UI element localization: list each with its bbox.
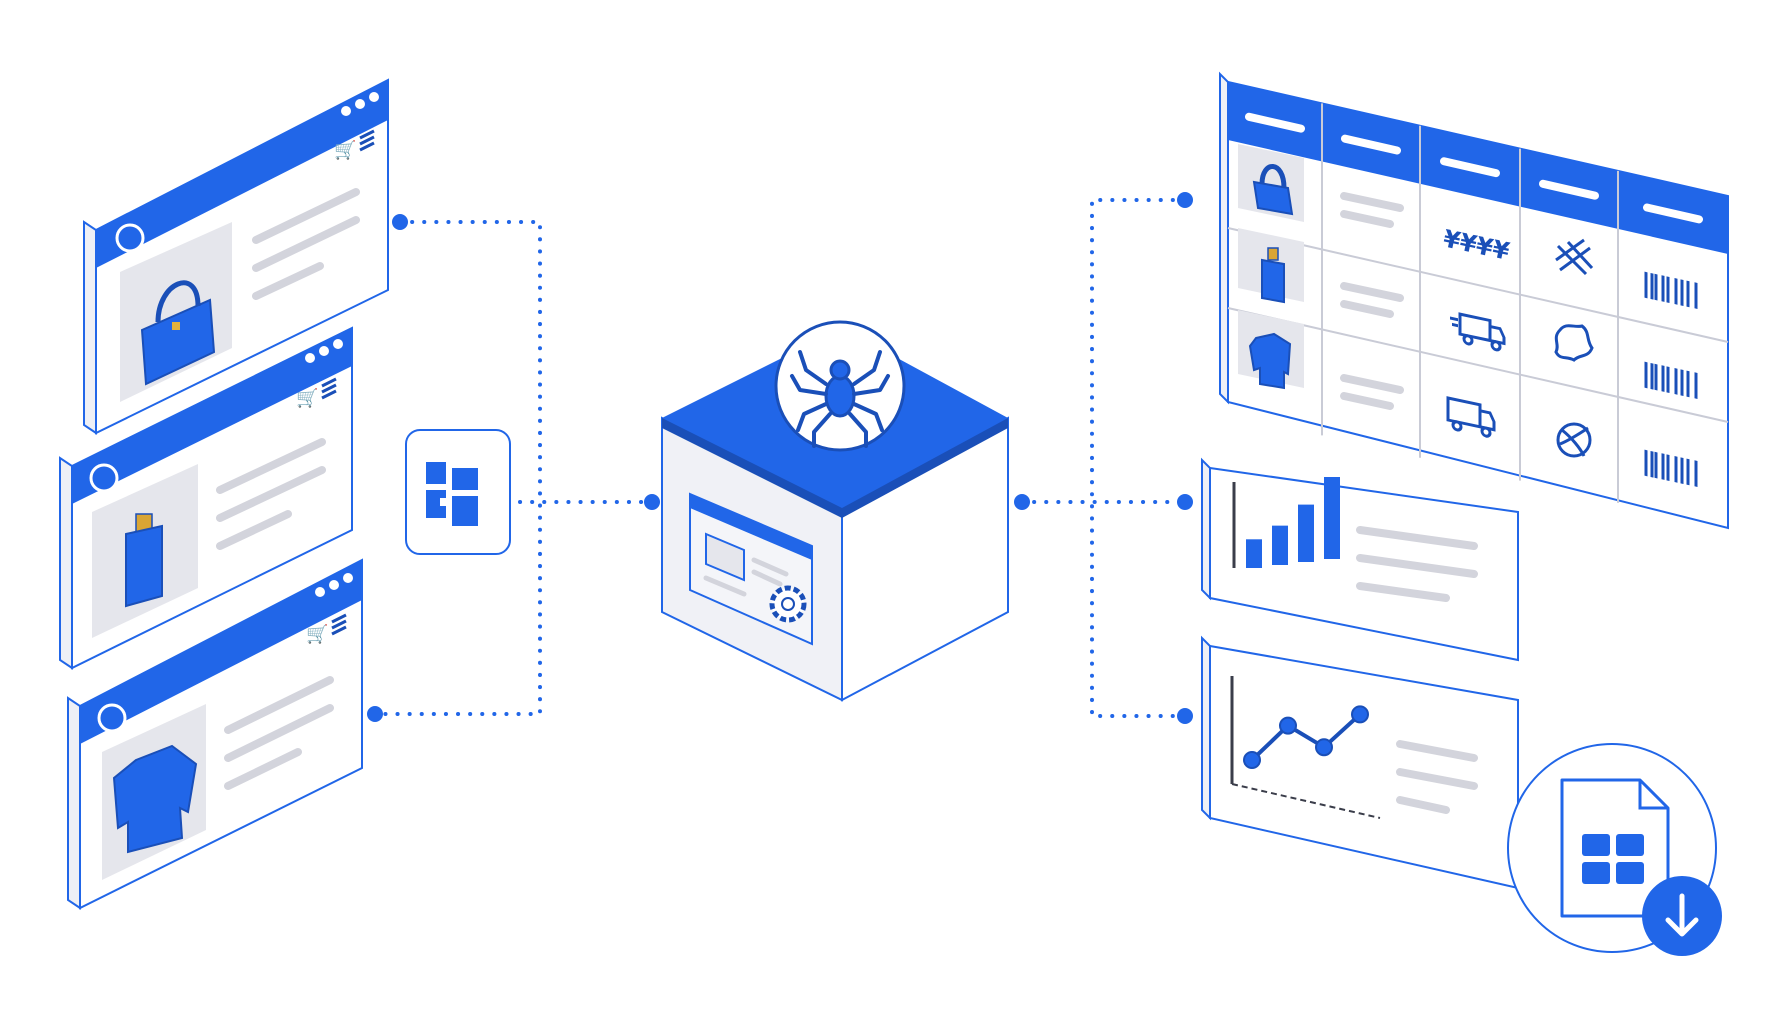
table-header-cell xyxy=(1245,112,1305,133)
text-lines xyxy=(1340,282,1404,318)
window-dots xyxy=(315,573,353,597)
source-page-3: 🛒 xyxy=(67,558,363,910)
bar-series xyxy=(1246,477,1340,568)
connector-fanout xyxy=(1090,198,1187,718)
text-lines xyxy=(252,188,360,300)
line-point xyxy=(1315,738,1333,757)
bar xyxy=(1298,504,1314,562)
menu-icon xyxy=(359,129,375,152)
menu-icon xyxy=(331,613,347,636)
parser-badge xyxy=(405,429,511,555)
spider-icon xyxy=(790,350,890,448)
spreadsheet-file-icon xyxy=(1560,778,1670,918)
table-header-cell xyxy=(1643,203,1703,224)
line-point xyxy=(1351,705,1369,724)
line-point xyxy=(1243,751,1261,769)
delivery-truck-icon xyxy=(1446,396,1496,438)
text-lines xyxy=(216,438,326,550)
text-lines xyxy=(1396,740,1478,814)
export-badge xyxy=(1507,743,1722,956)
table-grid-lines xyxy=(1227,103,1729,503)
perfume-bottle-icon xyxy=(125,513,163,608)
sweater-icon xyxy=(1248,332,1292,390)
window-dots xyxy=(341,92,379,116)
scraper-node xyxy=(661,320,1009,702)
result-table: ¥¥¥¥ xyxy=(1219,71,1729,530)
row-2 xyxy=(1238,228,1698,399)
site-logo-icon xyxy=(89,463,119,493)
line-path xyxy=(1250,712,1362,762)
site-logo-icon xyxy=(97,703,127,733)
barcode-icon xyxy=(1644,361,1698,399)
table-header-cell xyxy=(1440,157,1500,178)
barcode-icon xyxy=(1644,449,1698,487)
sweater-icon xyxy=(112,744,198,854)
menu-icon xyxy=(321,377,337,400)
delivery-truck-fast-icon xyxy=(1450,312,1506,352)
cart-icon: 🛒 xyxy=(306,623,328,645)
connector-dots xyxy=(367,192,1193,724)
handbag-icon xyxy=(1252,164,1294,216)
text-lines xyxy=(1340,374,1404,410)
text-lines xyxy=(224,676,334,790)
table-header-cell xyxy=(1341,134,1401,155)
source-page-2: 🛒 xyxy=(59,326,353,670)
site-logo-icon xyxy=(115,223,145,253)
table-header-labels xyxy=(1245,112,1703,224)
browser-gear-icon xyxy=(689,492,813,646)
leather-hide-icon xyxy=(1554,324,1594,362)
line-series xyxy=(1243,705,1369,769)
handbag-icon xyxy=(140,280,216,386)
bar xyxy=(1272,525,1288,565)
text-lines xyxy=(1340,192,1404,228)
text-lines xyxy=(1356,526,1478,602)
bar-chart-card xyxy=(1201,457,1519,662)
download-arrow-icon[interactable] xyxy=(1642,876,1722,956)
connector-lines xyxy=(373,198,1187,718)
yarn-ball-icon xyxy=(1556,422,1592,458)
cart-icon: 🛒 xyxy=(296,387,318,409)
row-3 xyxy=(1238,310,1698,487)
cart-icon: 🛒 xyxy=(334,139,356,161)
line-point xyxy=(1279,716,1297,735)
source-page-1: 🛒 xyxy=(83,78,389,435)
bar xyxy=(1324,477,1340,559)
table-header-cell xyxy=(1539,179,1599,200)
line-chart-card xyxy=(1201,635,1519,890)
grid-layout-icon xyxy=(426,462,478,526)
barcode-icon xyxy=(1644,271,1698,309)
fabric-weave-icon xyxy=(1555,238,1594,276)
connector-page1 xyxy=(373,220,542,716)
window-dots xyxy=(305,339,343,363)
perfume-bottle-icon xyxy=(1261,247,1285,304)
bar xyxy=(1246,539,1262,568)
